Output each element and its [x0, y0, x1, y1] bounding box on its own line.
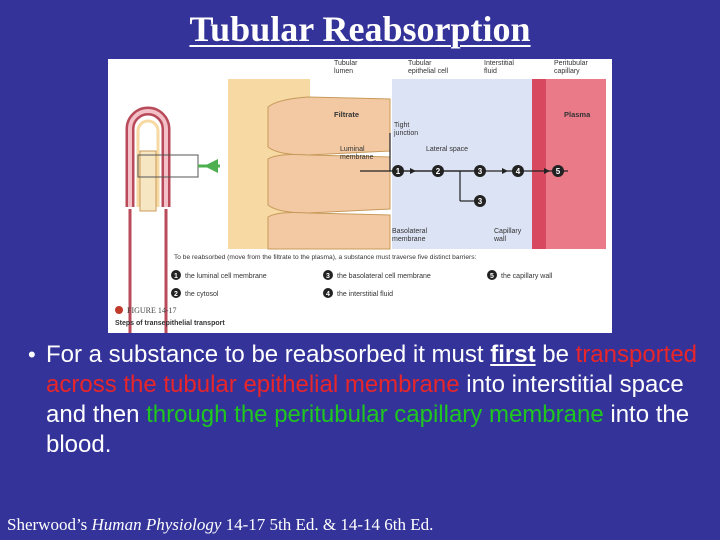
legend-text-2: the cytosol: [185, 291, 219, 298]
bullet-text: For a substance to be reabsorbed it must…: [46, 340, 718, 460]
header-interstitial-fluid-1: Interstitial: [484, 60, 514, 67]
header-capillary-2: capillary: [554, 68, 580, 75]
figure-caption: To be reabsorbed (move from the filtrate…: [174, 254, 477, 261]
citation-suffix: 14-17 5th Ed. & 14-14 6th Ed.: [221, 515, 434, 534]
step-circle-2: [432, 165, 444, 177]
step-circle-1: [392, 165, 404, 177]
label-filtrate: Filtrate: [334, 110, 359, 119]
bullet-emphasis: first: [490, 341, 536, 368]
bullet-icon: •: [28, 342, 36, 367]
legend-badge-5: [487, 270, 497, 280]
nephron-tubule-drawing: [125, 106, 220, 333]
step-number-3b: 3: [478, 197, 483, 206]
legend-badge-2: [171, 288, 181, 298]
step-number-2: 2: [436, 167, 441, 176]
label-plasma: Plasma: [564, 110, 591, 119]
bullet-part1: For a substance to be reabsorbed it must: [46, 341, 491, 368]
slide-title: Tubular Reabsorption: [189, 9, 531, 49]
bullet-part2: be: [535, 341, 576, 368]
step-circle-4: [512, 165, 524, 177]
citation: Sherwood’s Human Physiology 14-17 5th Ed…: [7, 515, 433, 535]
step-circle-5: [552, 165, 564, 177]
legend-text-5: the capillary wall: [501, 273, 553, 280]
step-number-4: 4: [516, 167, 521, 176]
label-capillary-wall-1: Capillary: [494, 228, 522, 235]
interstitial-fluid-region: [392, 79, 532, 249]
bullet-part3: into interstitial space and then: [46, 371, 684, 428]
citation-prefix: Sherwood’s: [7, 515, 92, 534]
bullet-highlight-green: through the peritubular capillary membra…: [146, 401, 604, 428]
label-luminal-membrane-1: Luminal: [340, 146, 365, 153]
label-lateral-space: Lateral space: [426, 146, 468, 153]
header-interstitial-fluid-2: fluid: [484, 68, 497, 75]
citation-book: Human Physiology: [91, 515, 222, 534]
label-basolateral-membrane-1: Basolateral: [392, 228, 427, 235]
header-epithelial-cell-1: Tubular: [408, 60, 432, 67]
legend-text-4: the interstitial fluid: [337, 291, 393, 298]
figure-svg: Tubular lumen Tubular epithelial cell In…: [115, 60, 606, 333]
bullet-highlight-red: transported across the tubular epithelia…: [46, 341, 698, 398]
epithelial-cell-bottom: [267, 212, 391, 250]
label-tight-junction-1: Tight: [394, 122, 409, 129]
legend-num-3: 3: [326, 273, 330, 280]
label-tight-junction-2: junction: [393, 130, 418, 137]
legend-text-1: the luminal cell membrane: [185, 273, 267, 280]
label-luminal-membrane-2: membrane: [340, 154, 374, 161]
figure-title: Steps of transepithelial transport: [115, 320, 225, 327]
legend-badge-4: [323, 288, 333, 298]
step-number-1: 1: [396, 167, 401, 176]
step-legend: 1 the luminal cell membrane 2 the cytoso…: [171, 270, 553, 298]
legend-num-1: 1: [174, 273, 178, 280]
figure-marker-icon: [115, 306, 123, 314]
legend-text-3: the basolateral cell membrane: [337, 273, 431, 280]
header-tubular-lumen-2: lumen: [334, 68, 353, 75]
label-basolateral-membrane-2: membrane: [392, 236, 426, 243]
legend-num-2: 2: [174, 291, 178, 298]
step-number-3: 3: [478, 167, 483, 176]
header-tubular-lumen-1: Tubular: [334, 60, 358, 67]
legend-num-4: 4: [326, 291, 330, 298]
legend-badge-1: [171, 270, 181, 280]
step-number-5: 5: [556, 167, 561, 176]
transepithelial-transport-figure: Tubular lumen Tubular epithelial cell In…: [108, 59, 612, 333]
step-circle-3b: [474, 195, 486, 207]
figure-number: FIGURE 14-17: [127, 306, 177, 315]
step-circle-3: [474, 165, 486, 177]
header-epithelial-cell-2: epithelial cell: [408, 68, 449, 75]
capillary-wall: [532, 79, 546, 249]
label-capillary-wall-2: wall: [493, 236, 507, 243]
legend-badge-3: [323, 270, 333, 280]
legend-num-5: 5: [490, 273, 494, 280]
plasma-region: [546, 79, 606, 249]
bullet-part4: into the blood.: [46, 401, 690, 458]
epithelial-cell-top: [267, 96, 391, 156]
header-capillary-1: Peritubular: [554, 60, 589, 67]
epithelial-cell-middle: [267, 154, 391, 214]
